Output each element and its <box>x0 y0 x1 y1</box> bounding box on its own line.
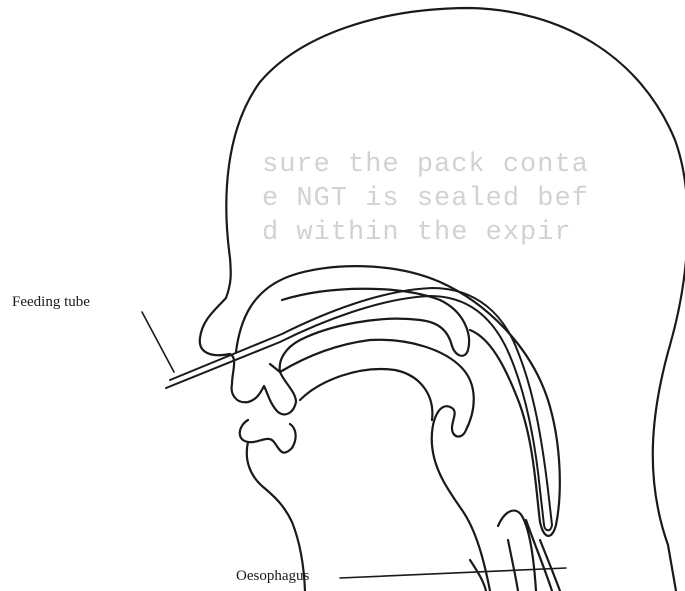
pharynx-outline <box>300 369 432 420</box>
feeding-tube-tip <box>544 525 552 530</box>
oesophagus-wall <box>498 511 536 591</box>
face-profile <box>200 258 305 591</box>
feeding-tube-label: Feeding tube <box>12 294 90 311</box>
tongue-outline <box>280 340 490 591</box>
airway-line-a <box>508 540 518 591</box>
oesophagus-leader-line <box>340 568 566 578</box>
feeding-tube-inner <box>170 288 552 525</box>
palate-line <box>280 289 469 372</box>
feeding-tube <box>166 296 544 525</box>
feeding-tube-leader-line <box>142 312 174 372</box>
nasal-passage <box>236 266 560 536</box>
oesophagus-label: Oesophagus <box>236 568 309 585</box>
